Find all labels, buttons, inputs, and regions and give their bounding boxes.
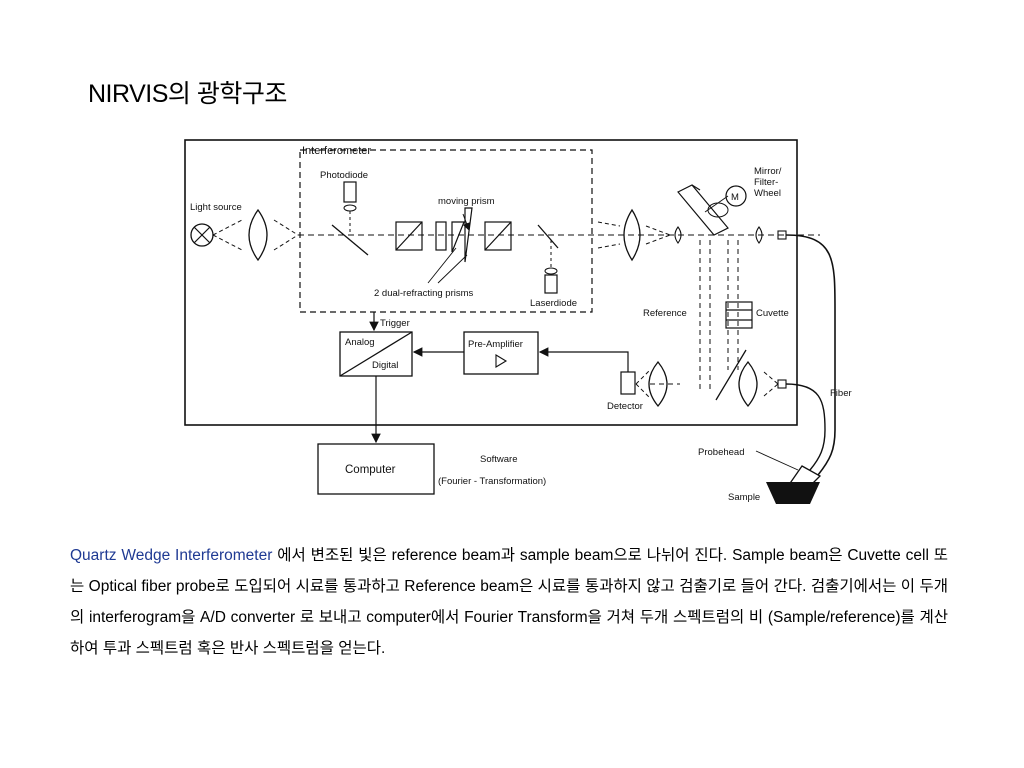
light-source-icon [190, 223, 214, 247]
beam-splitter-2 [537, 224, 559, 249]
polarizer-2 [484, 221, 512, 251]
photodiode-icon [343, 181, 357, 203]
small-lens-2 [755, 226, 763, 244]
cuvette-icon [725, 301, 753, 329]
laserdiode-icon [544, 274, 558, 294]
motor-icon [725, 185, 747, 207]
preamp-label: Pre-Amplifier [468, 339, 523, 350]
caption-body: 에서 변조된 빛은 reference beam과 sample beam으로 … [70, 547, 948, 657]
cuvette-label: Cuvette [756, 308, 789, 319]
detector-label: Detector [607, 401, 643, 412]
detector-icon [620, 371, 636, 395]
mirror-label-3: Wheel [754, 188, 781, 199]
fiber-label: Fiber [830, 388, 852, 399]
slide-caption: Quartz Wedge Interferometer 에서 변조된 빛은 re… [70, 540, 948, 664]
amplifier-icon [495, 354, 508, 368]
probehead-label: Probehead [698, 447, 744, 458]
laserdiode-label: Laserdiode [530, 298, 577, 309]
return-mirror [715, 349, 747, 401]
mirror-label-2: Filter- [754, 177, 778, 188]
light-source-label: Light source [190, 202, 242, 213]
dual-prisms-label: 2 dual-refracting prisms [374, 288, 474, 299]
digital-label: Digital [372, 360, 398, 371]
pre-amplifier-box [463, 331, 539, 375]
trigger-label: Trigger [380, 318, 410, 329]
sample-dish [766, 482, 820, 504]
analog-label: Analog [345, 337, 375, 348]
slide-title: NIRVIS의 광학구조 [88, 80, 287, 108]
caption-highlight: Quartz Wedge Interferometer [70, 547, 273, 564]
computer-label: Computer [345, 464, 396, 476]
mirror-label-1: Mirror/ [754, 166, 782, 177]
software-label: Software [480, 454, 518, 465]
photodiode-label: Photodiode [320, 170, 368, 181]
detector-lens-1 [648, 360, 668, 408]
condenser-lens [248, 208, 268, 262]
output-lens [623, 208, 641, 262]
detector-lens-2 [738, 360, 758, 408]
wave-plate [435, 221, 447, 251]
mirror-filter-wheel [677, 184, 729, 236]
reference-label: Reference [643, 308, 687, 319]
interferometer-label: Interferometer [302, 145, 371, 157]
sample-label: Sample [728, 492, 760, 503]
fiber-cable [785, 234, 836, 476]
small-lens-1 [674, 226, 682, 244]
moving-prism-label: moving prism [438, 196, 495, 207]
interferometer-box [299, 149, 593, 313]
fiber-connector-bottom [777, 379, 787, 389]
computer-box [317, 443, 435, 495]
polarizer-1 [395, 221, 423, 251]
instrument-housing [184, 139, 798, 426]
fourier-label: (Fourier - Transformation) [438, 476, 546, 487]
beam-splitter-1 [331, 224, 369, 256]
motor-label: M [731, 192, 739, 203]
nirvis-optical-diagram: Interferometer Light source Photodiode m… [184, 139, 852, 504]
dual-refracting-prisms [451, 207, 473, 263]
